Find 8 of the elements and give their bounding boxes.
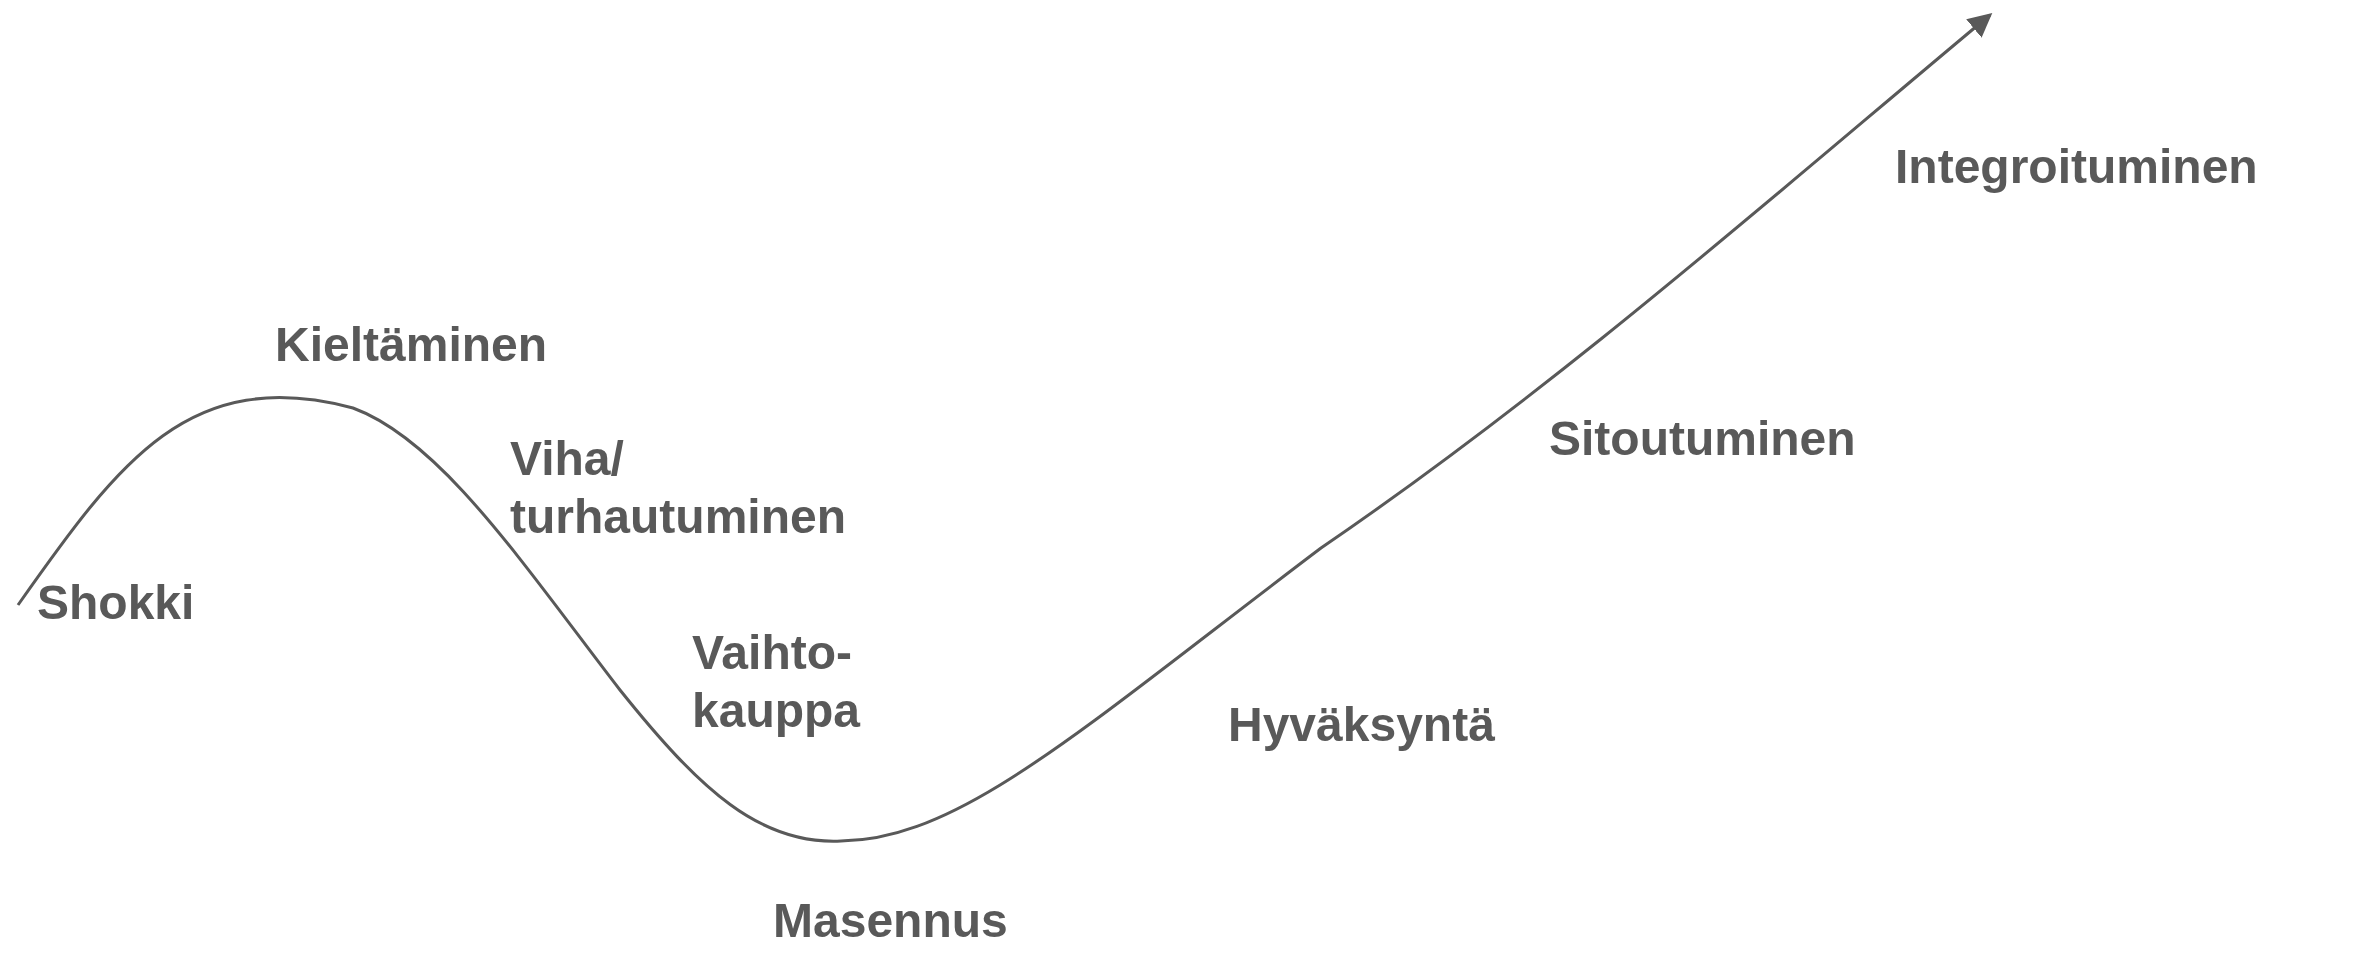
stage-label: Viha/ turhautuminen xyxy=(510,431,847,545)
stage-label: Sitoutuminen xyxy=(1549,411,1857,467)
stage-label: Shokki xyxy=(37,575,196,631)
stage-label: Vaihto- kauppa xyxy=(692,625,862,739)
stage-label: Masennus xyxy=(773,893,1009,949)
stage-label: Kieltäminen xyxy=(275,317,549,373)
stage-label: Hyväksyntä xyxy=(1228,697,1496,753)
stage-label: Integroituminen xyxy=(1895,139,2259,195)
